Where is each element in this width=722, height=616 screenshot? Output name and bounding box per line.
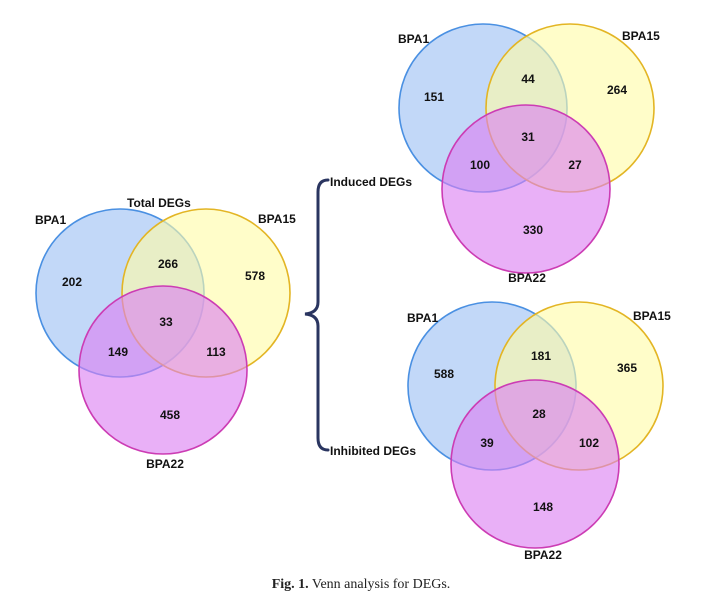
venn-title: Inhibited DEGs xyxy=(330,444,416,458)
region-count-c-only: 148 xyxy=(533,500,553,514)
set-label-bpa15: BPA15 xyxy=(622,29,660,43)
set-label-bpa22: BPA22 xyxy=(146,457,184,471)
set-label-bpa1: BPA1 xyxy=(407,311,438,325)
region-count-a-only: 151 xyxy=(424,90,444,104)
region-count-abc: 28 xyxy=(532,407,546,421)
region-count-bc: 102 xyxy=(579,436,599,450)
set-label-bpa1: BPA1 xyxy=(35,213,66,227)
set-label-bpa22: BPA22 xyxy=(524,548,562,562)
region-count-b-only: 578 xyxy=(245,269,265,283)
region-count-abc: 33 xyxy=(159,315,173,329)
region-count-ac: 39 xyxy=(480,436,494,450)
venn-title: Induced DEGs xyxy=(330,175,412,189)
region-count-bc: 27 xyxy=(568,158,582,172)
caption-label: Fig. 1. xyxy=(271,577,309,592)
curly-brace xyxy=(304,178,330,452)
region-count-a-only: 588 xyxy=(434,367,454,381)
set-label-bpa22: BPA22 xyxy=(508,271,546,285)
region-count-b-only: 264 xyxy=(607,83,627,97)
region-count-ab: 44 xyxy=(521,72,535,86)
venn-title: Total DEGs xyxy=(127,196,191,210)
region-count-a-only: 202 xyxy=(62,275,82,289)
caption-text: Venn analysis for DEGs. xyxy=(311,577,451,592)
region-count-ac: 149 xyxy=(108,345,128,359)
region-count-b-only: 365 xyxy=(617,361,637,375)
circle-bpa22 xyxy=(441,104,611,274)
region-count-ab: 266 xyxy=(158,257,178,271)
region-count-ab: 181 xyxy=(531,349,551,363)
circle-bpa22 xyxy=(450,379,620,549)
set-label-bpa15: BPA15 xyxy=(258,212,296,226)
set-label-bpa15: BPA15 xyxy=(633,309,671,323)
circle-bpa22 xyxy=(78,285,248,455)
region-count-abc: 31 xyxy=(521,130,535,144)
figure-caption: Fig. 1. Venn analysis for DEGs. xyxy=(0,577,722,593)
region-count-ac: 100 xyxy=(470,158,490,172)
region-count-bc: 113 xyxy=(206,345,226,359)
region-count-c-only: 458 xyxy=(160,408,180,422)
set-label-bpa1: BPA1 xyxy=(398,32,429,46)
region-count-c-only: 330 xyxy=(523,223,543,237)
